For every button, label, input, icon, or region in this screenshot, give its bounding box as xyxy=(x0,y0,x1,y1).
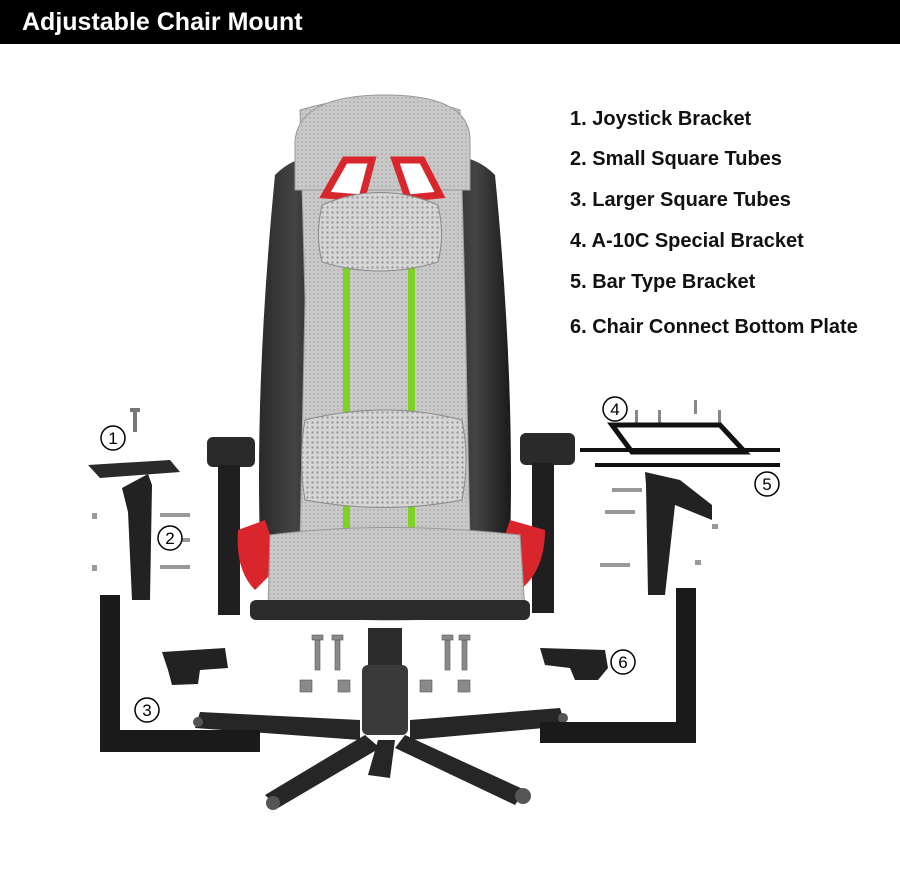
callout-5-number: 5 xyxy=(762,475,771,494)
exploded-diagram: 1 2 3 4 5 6 xyxy=(88,94,780,810)
legend-item-5: 5. Bar Type Bracket xyxy=(570,271,756,293)
callout-3: 3 xyxy=(134,697,160,723)
part-chair-plate-left xyxy=(162,648,228,685)
callout-1: 1 xyxy=(100,425,126,451)
gaming-chair xyxy=(193,94,575,810)
part-larger-square-tube-left xyxy=(100,595,260,752)
part-chair-plate-right xyxy=(540,648,608,680)
callout-4: 4 xyxy=(602,396,628,422)
callout-4-number: 4 xyxy=(610,400,619,419)
legend-item-4: 4. A-10C Special Bracket xyxy=(570,230,804,252)
part-bar-bracket-right xyxy=(580,448,780,467)
callout-6: 6 xyxy=(610,649,636,675)
callout-5: 5 xyxy=(754,471,780,497)
part-a10c-bracket-right xyxy=(607,400,751,455)
legend-item-6: 6. Chair Connect Bottom Plate xyxy=(570,316,858,338)
part-joystick-bracket-left xyxy=(88,408,180,478)
legend-item-1: 1. Joystick Bracket xyxy=(570,108,752,130)
part-small-square-tube-right xyxy=(600,472,718,595)
legend-item-2: 2. Small Square Tubes xyxy=(570,148,782,170)
callout-3-number: 3 xyxy=(142,701,151,720)
legend-item-3: 3. Larger Square Tubes xyxy=(570,189,791,211)
page-title: Adjustable Chair Mount xyxy=(0,0,900,44)
callout-1-number: 1 xyxy=(108,429,117,448)
callout-2-number: 2 xyxy=(165,529,174,548)
callout-6-number: 6 xyxy=(618,653,627,672)
part-larger-square-tube-right xyxy=(540,588,696,743)
callout-2: 2 xyxy=(157,525,183,551)
